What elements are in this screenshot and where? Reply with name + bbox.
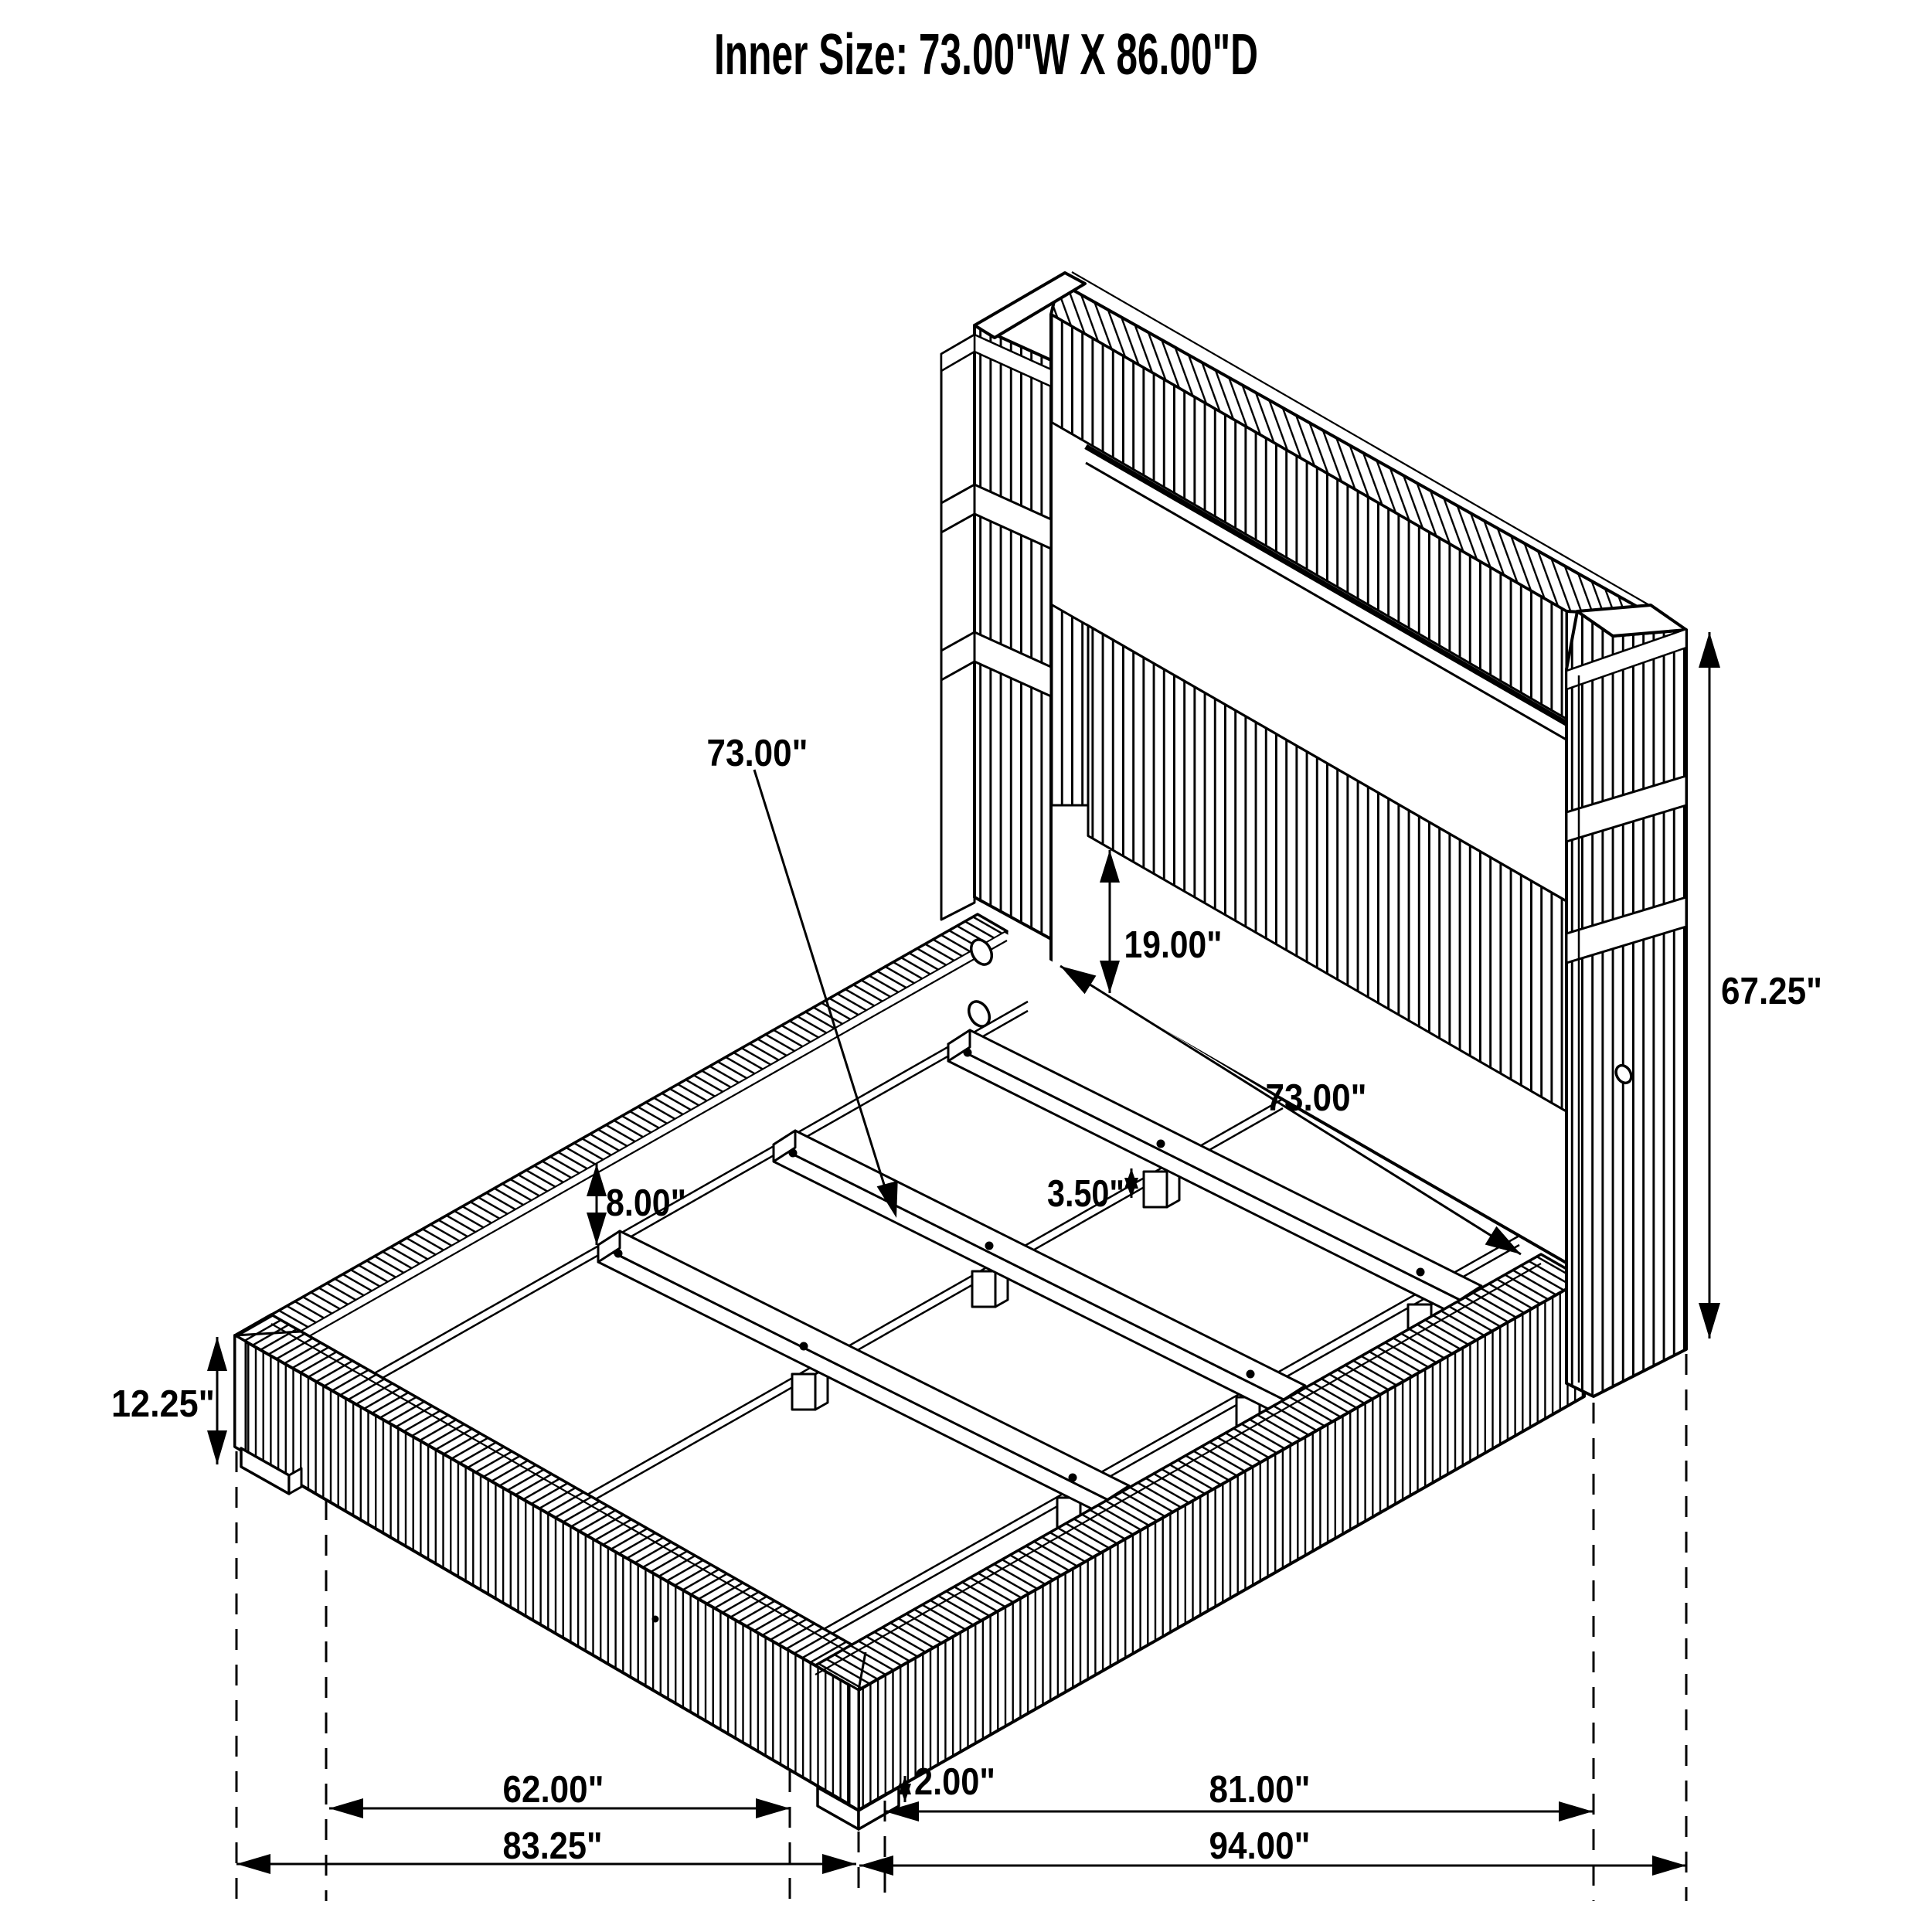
- svg-text:73.00": 73.00": [707, 733, 808, 774]
- svg-text:3.50": 3.50": [1047, 1173, 1124, 1215]
- svg-text:83.25": 83.25": [503, 1825, 603, 1867]
- svg-text:73.00": 73.00": [1266, 1077, 1367, 1119]
- svg-text:2.00": 2.00": [914, 1761, 995, 1803]
- svg-text:67.25": 67.25": [1721, 971, 1822, 1012]
- svg-text:62.00": 62.00": [503, 1769, 604, 1811]
- svg-text:8.00": 8.00": [606, 1182, 686, 1224]
- svg-text:19.00": 19.00": [1124, 924, 1223, 966]
- svg-text:Inner Size: 73.00"W X 86.00"D: Inner Size: 73.00"W X 86.00"D: [714, 22, 1258, 87]
- svg-text:12.25": 12.25": [111, 1383, 215, 1425]
- svg-text:81.00": 81.00": [1209, 1769, 1311, 1811]
- svg-text:94.00": 94.00": [1209, 1825, 1311, 1867]
